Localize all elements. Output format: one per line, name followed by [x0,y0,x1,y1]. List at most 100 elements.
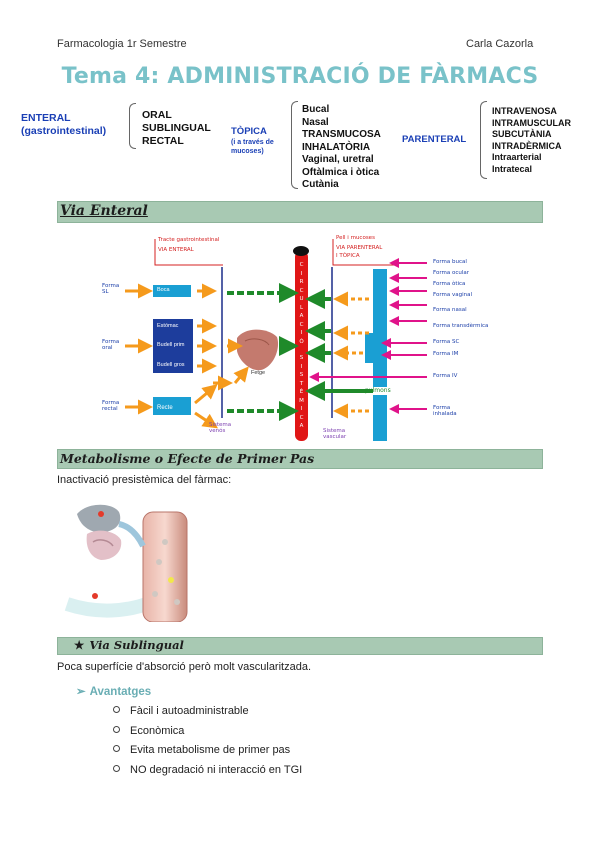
circle-bullet-icon [113,764,120,772]
parenteral-title: PARENTERAL [402,134,467,145]
label-forma-ocular: Forma ocular [433,270,470,276]
header-left: Farmacologia 1r Semestre [57,38,187,50]
circulation-letter: S [299,372,304,378]
sublingual-text: Poca superfície d'absorció però molt vas… [57,661,312,673]
section-via-sublingual: ★Via Sublingual [57,637,543,655]
parenteral-item: Intraarterial [492,152,542,162]
box-budell-gros: Budell gros [157,362,185,368]
section-metabolisme: Metabolisme o Efecte de Primer Pas [57,449,543,469]
label-sistema-vascular: Sistema vascular [323,428,347,440]
circle-bullet-icon [113,745,120,752]
advantages-heading: ➢Avantatges [76,684,151,698]
topica-item: Nasal [302,116,329,128]
parenteral-item: SUBCUTÀNIA [492,129,552,139]
circulation-letter: I [300,406,303,412]
circulation-letter: C [299,414,304,421]
label-forma-bucal: Forma bucal [433,259,467,265]
label-forma-nasal: Forma nasal [433,307,467,313]
advantages-title: Avantatges [89,686,152,698]
topica-subtitle-1: (i a través de [231,139,274,146]
enteral-brace [129,103,136,149]
circulation-label: C I R C U L A C I Ó S I S T È M I C A [296,261,307,431]
parenteral-item: INTRAMUSCULAR [492,117,571,128]
enteral-block: ENTERAL (gastrointestinal) [21,112,106,138]
absorption-diagram: Tracte gastrointestinal VIA ENTERAL Pell… [95,233,505,443]
circulation-letter: U [299,296,304,302]
enteral-title: ENTERAL [21,112,71,124]
parenteral-brace [480,101,487,179]
topica-list: Bucal Nasal TRANSMUCOSA INHALATÒRIA Vagi… [302,104,381,192]
box-boca: Boca [157,287,170,293]
list-item-text: Fàcil i autoadministrable [130,705,249,717]
skin-subtitle-1: VIA PARENTERAL [336,245,383,251]
arrow-right-icon: ➢ [76,686,86,698]
parenteral-item: INTRADÈRMICA [492,140,562,151]
label-forma-im: Forma IM [433,351,459,357]
box-estomac: Estómac [157,323,179,329]
label-forma-sc: Forma SC [433,339,460,345]
metabolisme-text: Inactivació presistèmica del fàrmac: [57,474,232,486]
parenteral-list: INTRAVENOSA INTRAMUSCULAR SUBCUTÀNIA INT… [492,106,571,175]
topica-item: INHALATÒRIA [302,141,371,153]
circulation-letter: I [300,330,303,336]
topica-item: Oftàlmica i òtica [302,166,380,178]
enteral-item: RECTAL [142,135,184,147]
list-item: Econòmica [113,722,302,742]
section-title: Metabolisme o Efecte de Primer Pas [60,451,315,466]
circulation-letter: T [299,380,304,387]
circulation-gap [296,346,307,354]
star-icon: ★ [74,638,85,652]
list-item: Fàcil i autoadministrable [113,702,302,722]
circulation-letter: C [299,287,304,294]
circle-bullet-icon [113,725,120,733]
tract-subtitle: VIA ENTERAL [158,247,194,253]
circle-bullet-icon [113,706,120,713]
topica-item: TRANSMUCOSA [302,129,381,140]
circulation-letter: S [299,355,304,361]
enteral-item: ORAL [142,109,172,121]
skin-title: Pell i mucoses [336,235,375,241]
tract-title: Tracte gastrointestinal [158,237,220,243]
circulation-letter: R [299,279,304,285]
label-pulmons: pulmons [365,387,391,394]
label-forma-rectal: Forma rectal [102,400,120,412]
topica-item: Vaginal, uretral [302,154,374,165]
list-item-text: Econòmica [130,724,185,737]
enteral-item: SUBLINGUAL [142,122,211,134]
label-forma-sl: Forma SL [102,283,120,295]
box-recte: Recte [157,405,173,411]
label-forma-otica: Forma òtica [433,281,466,287]
enteral-subtitle: (gastrointestinal) [21,125,107,137]
header-right: Carla Cazorla [466,38,534,50]
label-fetge: Fetge [251,370,266,376]
circulation-letter: I [300,363,303,370]
topica-brace [291,101,298,189]
circulation-letter: M [299,397,304,404]
label-forma-transdermica: Forma transdèrmica [433,323,489,329]
label-forma-inhalada: Forma inhalada [433,405,457,417]
page-title: Tema 4: ADMINISTRACIÓ DE FÀRMACS [61,64,539,89]
parenteral-item: Intratecal [492,163,533,174]
section-title: Via Enteral [60,203,148,219]
section-via-enteral: Via Enteral [57,201,543,223]
topica-item: Bucal [302,104,330,115]
advantages-list: Fàcil i autoadministrable Econòmica Evit… [113,702,302,780]
circulation-letter: I [300,270,303,277]
topica-subtitle-2: mucoses) [231,148,264,155]
first-pass-graphic [64,504,188,623]
first-pass-illustration [57,494,207,623]
circulation-letter: A [299,313,304,319]
circulation-letter: C [299,262,304,268]
parenteral-item: INTRAVENOSA [492,106,557,116]
section-title: ★Via Sublingual [58,638,542,652]
label-sistema-venos: Sistema venós [209,422,232,434]
label-forma-oral: Forma oral [102,339,120,351]
list-item: Evita metabolisme de primer pas [113,741,302,761]
topica-item: Cutània [302,179,339,190]
list-item: NO degradació ni interacció en TGI [113,761,302,781]
circulation-letter: C [299,321,304,328]
label-forma-iv: Forma IV [433,373,458,379]
diagram-graphics [125,239,427,441]
list-item-text: NO degradació ni interacció en TGI [130,763,303,776]
topica-title: TÒPICA [231,126,267,137]
